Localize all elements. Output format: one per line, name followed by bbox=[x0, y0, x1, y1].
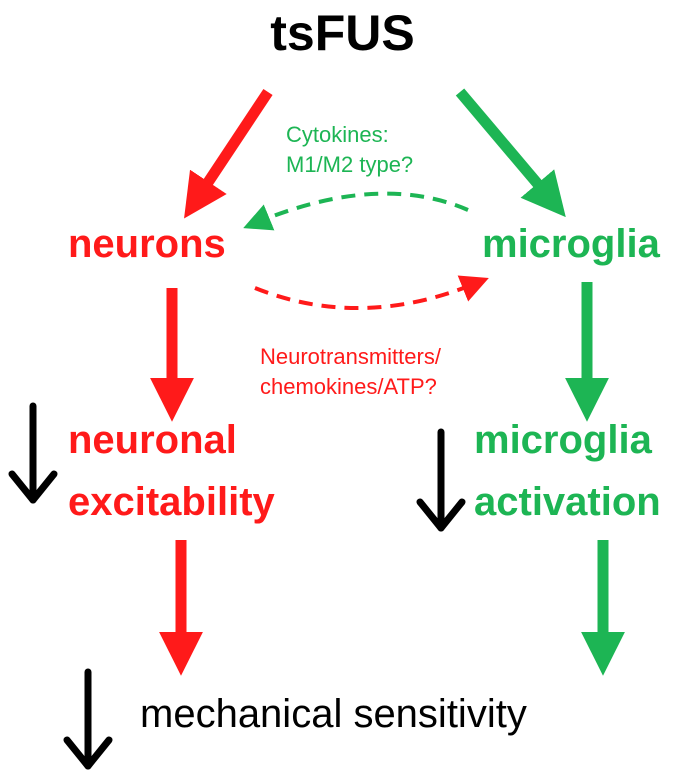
arrow-tsfus-to-microglia bbox=[455, 88, 566, 218]
neuronal-excitability-line-1: neuronal bbox=[68, 418, 237, 462]
neurotransmitters-annotation: Neurotransmitters/ chemokines/ATP? bbox=[260, 342, 441, 402]
decrease-arrow-activation bbox=[416, 428, 466, 532]
neurotransmitters-line-1: Neurotransmitters/ bbox=[260, 344, 441, 369]
mechanical-sensitivity-node: mechanical sensitivity bbox=[140, 692, 527, 736]
arrow-neurons-to-microglia-dashed bbox=[254, 275, 489, 310]
neurotransmitters-line-2: chemokines/ATP? bbox=[260, 374, 437, 399]
neurons-node: neurons bbox=[68, 222, 226, 266]
decrease-arrow-excitability bbox=[8, 402, 58, 504]
diagram-title: tsFUS bbox=[270, 5, 415, 61]
arrow-microglia-to-neurons-dashed bbox=[243, 191, 469, 231]
cytokines-annotation: Cytokines: M1/M2 type? bbox=[286, 120, 413, 180]
neuronal-excitability-line-2: excitability bbox=[68, 480, 275, 524]
microglia-activation-line-2: activation bbox=[474, 480, 661, 524]
cytokines-line-2: M1/M2 type? bbox=[286, 152, 414, 177]
microglia-node: microglia bbox=[482, 222, 660, 266]
cytokines-line-1: Cytokines: bbox=[286, 122, 389, 147]
arrow-tsfus-to-neurons bbox=[184, 88, 273, 219]
decrease-arrow-sensitivity bbox=[63, 668, 113, 770]
microglia-activation-line-1: microglia bbox=[474, 418, 652, 462]
